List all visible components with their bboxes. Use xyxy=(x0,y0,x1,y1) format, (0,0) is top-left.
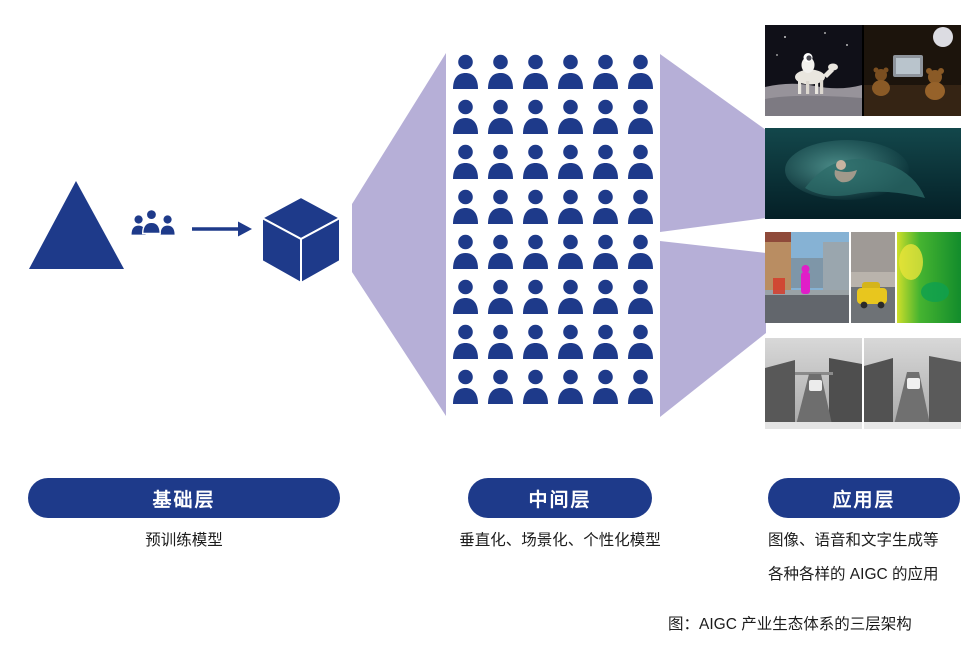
layer-pill-foundation-label: 基础层 xyxy=(152,489,216,511)
layer-desc-application: 图像、语音和文字生成等 各种各样的 AIGC 的应用 xyxy=(768,530,968,598)
person-icon xyxy=(628,279,653,314)
person-icon xyxy=(593,144,618,179)
person-icon xyxy=(523,144,548,179)
person-icon xyxy=(453,54,478,89)
person-icon xyxy=(488,279,513,314)
person-icon xyxy=(453,369,478,404)
person-icon xyxy=(593,369,618,404)
person-icon xyxy=(523,369,548,404)
person-icon xyxy=(558,144,583,179)
person-icon xyxy=(593,99,618,134)
person-icon xyxy=(628,54,653,89)
person-icon xyxy=(523,54,548,89)
layer-pill-foundation: 基础层 xyxy=(28,478,340,518)
converging-wedge-bottom xyxy=(660,241,766,417)
person-icon xyxy=(593,324,618,359)
right-arrow-icon xyxy=(192,221,252,237)
person-icon xyxy=(453,324,478,359)
person-icon xyxy=(628,369,653,404)
person-icon xyxy=(488,144,513,179)
person-icon xyxy=(488,369,513,404)
layer-pill-middle: 中间层 xyxy=(468,478,652,518)
person-icon xyxy=(558,279,583,314)
person-icon xyxy=(628,324,653,359)
person-icon xyxy=(593,189,618,224)
person-icon xyxy=(558,324,583,359)
person-icon xyxy=(488,324,513,359)
person-icon xyxy=(558,369,583,404)
layer-pill-middle-label: 中间层 xyxy=(528,489,592,511)
funnel-shape xyxy=(352,53,446,416)
layer-desc-foundation: 预训练模型 xyxy=(145,532,223,549)
pyramid-triangle-icon xyxy=(29,181,124,269)
astronaut-horse-and-bears-image xyxy=(765,25,961,116)
street-segmentation-image xyxy=(765,232,961,323)
layer-desc-middle: 垂直化、场景化、个性化模型 xyxy=(459,532,661,549)
underwater-figure-image xyxy=(765,128,961,219)
person-icon xyxy=(593,54,618,89)
person-icon xyxy=(523,189,548,224)
layer-desc-application-line1: 图像、语音和文字生成等 xyxy=(768,532,939,549)
person-icon xyxy=(628,234,653,269)
person-icon xyxy=(453,144,478,179)
person-icon xyxy=(628,99,653,134)
person-icon xyxy=(523,324,548,359)
model-cube-icon xyxy=(261,196,341,284)
person-icon xyxy=(453,279,478,314)
layer-pill-application: 应用层 xyxy=(768,478,960,518)
user-group-icon xyxy=(131,208,175,235)
person-icon xyxy=(453,189,478,224)
person-icon xyxy=(488,234,513,269)
autonomous-driving-image xyxy=(765,338,961,429)
layer-pill-application-label: 应用层 xyxy=(832,489,896,511)
converging-wedge-top xyxy=(660,54,766,232)
person-icon xyxy=(593,234,618,269)
person-icon xyxy=(488,99,513,134)
layer-desc-application-line2: 各种各样的 AIGC 的应用 xyxy=(768,566,939,583)
person-icon xyxy=(523,279,548,314)
diagram-shapes xyxy=(29,53,766,417)
person-icon xyxy=(628,144,653,179)
person-icon xyxy=(453,234,478,269)
person-icon xyxy=(558,234,583,269)
person-icon xyxy=(628,189,653,224)
person-icon xyxy=(558,54,583,89)
person-icon xyxy=(558,189,583,224)
person-icon xyxy=(488,54,513,89)
person-icon xyxy=(593,279,618,314)
person-icon xyxy=(523,234,548,269)
person-icon xyxy=(523,99,548,134)
person-icon xyxy=(453,99,478,134)
figure-caption: 图：AIGC 产业生态体系的三层架构 xyxy=(668,616,912,633)
person-icon xyxy=(558,99,583,134)
crowd-grid xyxy=(453,54,653,404)
person-icon xyxy=(488,189,513,224)
